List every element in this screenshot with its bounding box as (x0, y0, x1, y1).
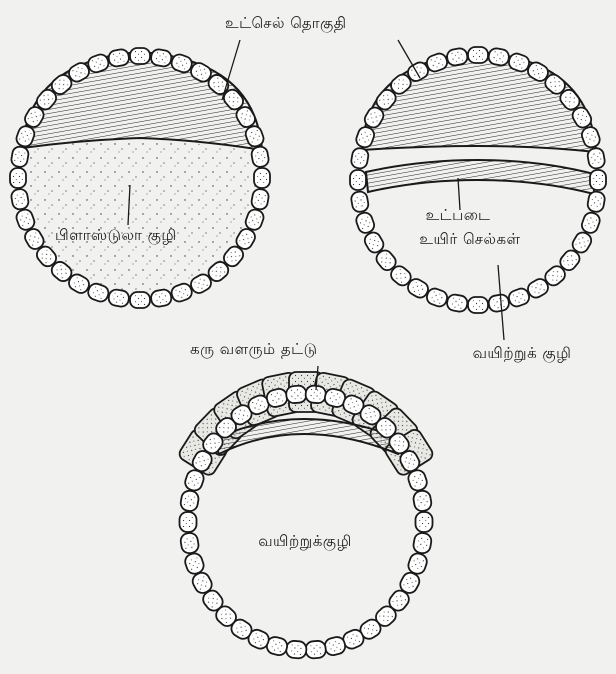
cell (416, 512, 433, 532)
cell (130, 292, 150, 308)
cell (354, 211, 376, 235)
label-embryonic-disc: கரு வளரும் தட்டு (190, 340, 318, 358)
cell (10, 146, 29, 168)
cell (412, 490, 432, 513)
cell (10, 188, 29, 210)
label-inner-cell-mass: உட்செல் தொகுதி (225, 14, 347, 33)
cell (180, 490, 200, 513)
cell (488, 293, 510, 312)
cell (286, 385, 307, 404)
label-gut-cavity-right: வயிற்றுக் குழி (473, 344, 572, 363)
cell (305, 640, 326, 659)
cell (180, 512, 197, 532)
cell (446, 293, 468, 312)
blastula-diagram (10, 48, 270, 308)
label-blastocoel: பிளாஸ்டுலா குழி (55, 226, 177, 245)
cell (412, 532, 432, 555)
label-endoderm-line1: உட்படை (426, 206, 491, 224)
cell (350, 190, 369, 212)
label-gut-cavity-bottom: வயிற்றுக்குழி (258, 532, 352, 551)
cell (590, 170, 606, 190)
cell (580, 211, 602, 235)
cell (350, 170, 366, 190)
cell (350, 147, 369, 169)
cell (286, 640, 307, 659)
embryonic-disc-stage-diagram (177, 372, 435, 659)
cell (254, 168, 270, 188)
cell (468, 297, 488, 313)
cell (587, 147, 606, 169)
label-endoderm-line2: உயிர் செல்கள் (419, 230, 520, 248)
endoderm-stage-diagram (350, 47, 606, 313)
cell (130, 48, 150, 64)
endoderm-layer (366, 160, 594, 194)
cell (180, 532, 200, 555)
cell (468, 47, 488, 63)
cell (10, 168, 26, 188)
